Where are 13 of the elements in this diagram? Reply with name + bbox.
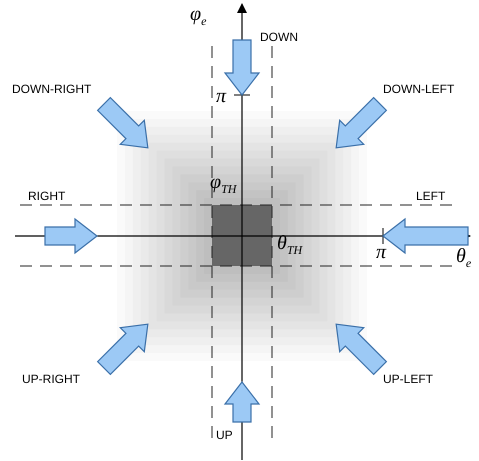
direction-label: UP-LEFT — [383, 373, 434, 385]
direction-label: LEFT — [416, 190, 446, 202]
axis-label: θ$_{e}$ — [456, 246, 472, 269]
direction-label: UP — [216, 429, 233, 441]
direction-label: DOWN-RIGHT — [12, 83, 92, 95]
tick-label: π — [216, 86, 226, 106]
tick-label: π — [376, 242, 386, 262]
threshold-label: φ$_{TH}$ — [210, 172, 236, 195]
direction-label: DOWN-LEFT — [383, 83, 454, 95]
direction-label: DOWN — [260, 31, 298, 43]
axis-label: φ$_{e}$ — [190, 4, 206, 27]
direction-label: UP-RIGHT — [22, 373, 80, 385]
direction-label: RIGHT — [28, 190, 66, 202]
